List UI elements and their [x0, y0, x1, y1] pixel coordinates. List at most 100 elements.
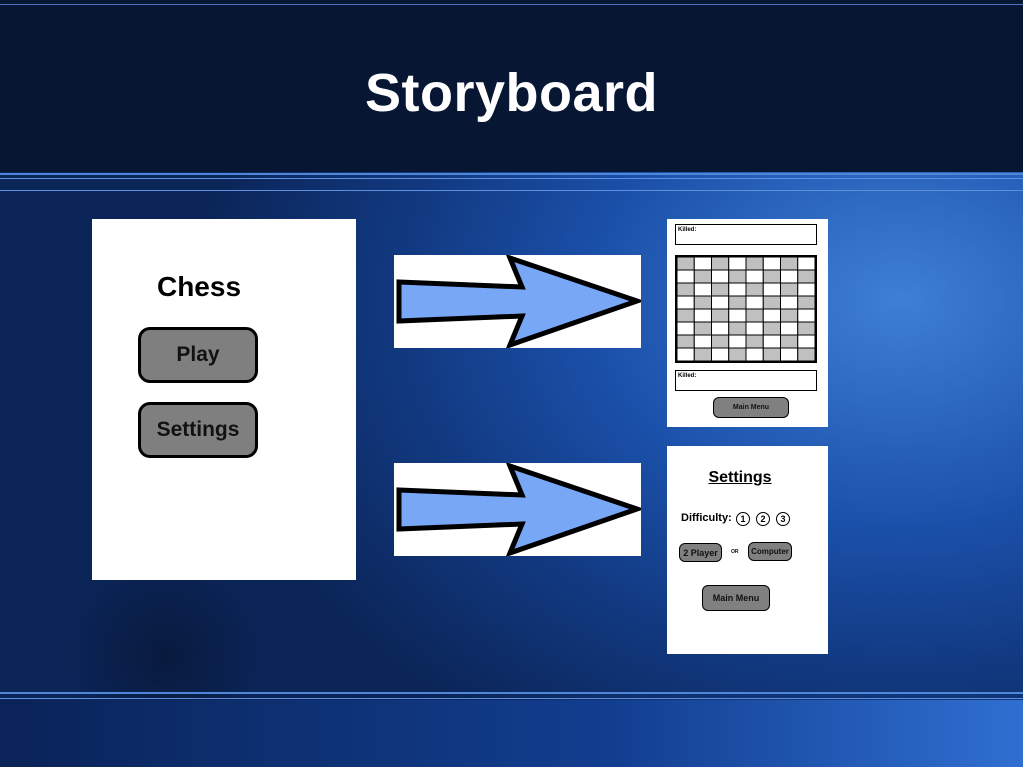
bottom-band [0, 700, 1023, 767]
settings-button[interactable]: Settings [138, 402, 258, 458]
board-square[interactable] [711, 295, 730, 310]
board-square[interactable] [797, 308, 816, 323]
board-square[interactable] [728, 347, 747, 362]
difficulty-option-3[interactable]: 3 [776, 512, 790, 526]
board-square[interactable] [762, 321, 781, 336]
board-square[interactable] [745, 295, 764, 310]
or-label: OR [731, 549, 739, 555]
board-square[interactable] [780, 308, 799, 323]
board-square[interactable] [676, 256, 695, 271]
board-square[interactable] [676, 347, 695, 362]
board-square[interactable] [762, 269, 781, 284]
settings-mockup: Settings Difficulty: 1 2 3 2 Player OR C… [667, 446, 828, 654]
chess-title: Chess [156, 271, 242, 302]
board-square[interactable] [711, 256, 730, 271]
board-square[interactable] [745, 256, 764, 271]
board-square[interactable] [728, 308, 747, 323]
board-square[interactable] [797, 282, 816, 297]
board-square[interactable] [762, 347, 781, 362]
arrow-shape [396, 255, 641, 348]
board-square[interactable] [676, 269, 695, 284]
divider-line [0, 698, 1023, 699]
board-square[interactable] [745, 308, 764, 323]
two-player-button[interactable]: 2 Player [679, 543, 722, 562]
board-square[interactable] [762, 334, 781, 349]
board-square[interactable] [693, 321, 712, 336]
difficulty-label: Difficulty: [681, 512, 732, 524]
board-square[interactable] [693, 256, 712, 271]
divider-line [0, 173, 1023, 175]
play-button[interactable]: Play [138, 327, 258, 383]
board-square[interactable] [728, 269, 747, 284]
divider-line [0, 692, 1023, 694]
board-square[interactable] [711, 321, 730, 336]
board-square[interactable] [797, 256, 816, 271]
board-square[interactable] [693, 269, 712, 284]
board-square[interactable] [797, 321, 816, 336]
board-square[interactable] [676, 321, 695, 336]
board-square[interactable] [780, 295, 799, 310]
board-square[interactable] [745, 334, 764, 349]
board-square[interactable] [693, 295, 712, 310]
board-square[interactable] [711, 347, 730, 362]
board-square[interactable] [797, 295, 816, 310]
difficulty-option-2[interactable]: 2 [756, 512, 770, 526]
board-square[interactable] [745, 269, 764, 284]
right-arrow-icon [396, 255, 641, 348]
board-square[interactable] [693, 334, 712, 349]
slide-title: Storyboard [364, 63, 659, 123]
top-rule [0, 4, 1023, 5]
game-board-mockup: Killed: Killed: Main Menu [667, 219, 828, 427]
right-arrow-icon [396, 463, 641, 556]
board-square[interactable] [780, 321, 799, 336]
board-square[interactable] [693, 282, 712, 297]
killed-bottom-box: Killed: [675, 370, 817, 391]
board-square[interactable] [762, 308, 781, 323]
board-square[interactable] [711, 334, 730, 349]
chess-board-grid [676, 256, 816, 362]
board-square[interactable] [676, 295, 695, 310]
settings-title: Settings [708, 469, 772, 486]
board-square[interactable] [780, 269, 799, 284]
board-square[interactable] [676, 334, 695, 349]
settings-main-menu-button[interactable]: Main Menu [702, 585, 770, 611]
main-menu-mockup: Chess Play Settings [92, 219, 356, 580]
board-square[interactable] [693, 308, 712, 323]
board-square[interactable] [728, 256, 747, 271]
arrow-shape [396, 463, 641, 556]
board-square[interactable] [693, 347, 712, 362]
board-square[interactable] [676, 282, 695, 297]
board-square[interactable] [711, 282, 730, 297]
board-square[interactable] [797, 347, 816, 362]
main-menu-button[interactable]: Main Menu [713, 397, 789, 418]
computer-button[interactable]: Computer [748, 542, 792, 561]
board-square[interactable] [762, 295, 781, 310]
killed-top-box: Killed: [675, 224, 817, 245]
board-square[interactable] [745, 321, 764, 336]
board-square[interactable] [728, 334, 747, 349]
board-square[interactable] [762, 282, 781, 297]
board-square[interactable] [745, 282, 764, 297]
divider-line [0, 190, 1023, 191]
board-square[interactable] [762, 256, 781, 271]
board-square[interactable] [711, 269, 730, 284]
difficulty-option-1[interactable]: 1 [736, 512, 750, 526]
board-square[interactable] [728, 282, 747, 297]
board-square[interactable] [728, 321, 747, 336]
divider-line [0, 178, 1023, 179]
board-square[interactable] [728, 295, 747, 310]
chess-board [675, 255, 817, 363]
board-square[interactable] [711, 308, 730, 323]
board-square[interactable] [797, 334, 816, 349]
board-square[interactable] [676, 308, 695, 323]
board-square[interactable] [780, 334, 799, 349]
board-square[interactable] [797, 269, 816, 284]
board-square[interactable] [780, 347, 799, 362]
board-square[interactable] [745, 347, 764, 362]
arrow-to-game [394, 255, 641, 348]
arrow-to-settings [394, 463, 641, 556]
board-square[interactable] [780, 282, 799, 297]
title-band [0, 0, 1023, 172]
board-square[interactable] [780, 256, 799, 271]
